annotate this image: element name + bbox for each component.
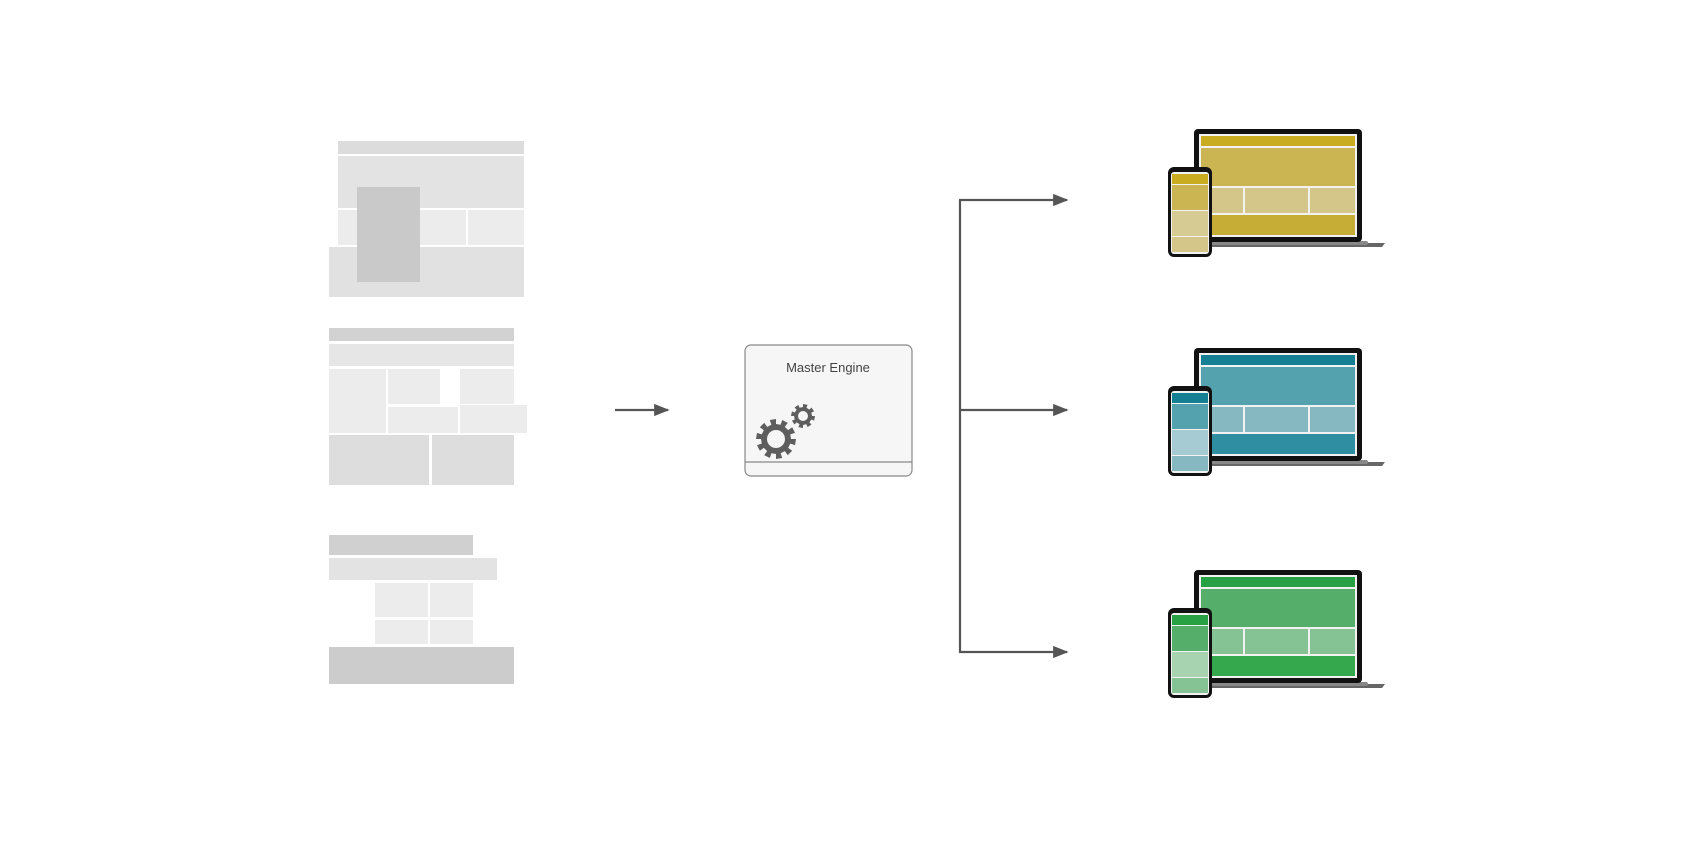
small-gear-icon (791, 404, 815, 428)
layout-wireframe-2 (329, 328, 527, 485)
layout-wireframe-3 (329, 535, 514, 684)
output-devices (1168, 129, 1385, 698)
laptop-icon (1168, 129, 1385, 247)
laptop-icon (1168, 570, 1385, 688)
master-engine-box: Master Engine (744, 344, 913, 477)
output-device-green (1168, 570, 1385, 698)
output-device-yellow (1168, 129, 1385, 257)
gears-icon (756, 404, 815, 459)
layout-wireframe-1 (329, 141, 524, 297)
input-layouts (329, 141, 527, 684)
phone-icon (1168, 608, 1212, 698)
branch-connectors (958, 193, 1069, 659)
output-device-teal (1168, 348, 1385, 476)
phone-icon (1168, 167, 1212, 257)
large-gear-icon (756, 419, 796, 459)
phone-icon (1168, 386, 1212, 476)
master-engine-label: Master Engine (786, 360, 870, 375)
laptop-icon (1168, 348, 1385, 466)
